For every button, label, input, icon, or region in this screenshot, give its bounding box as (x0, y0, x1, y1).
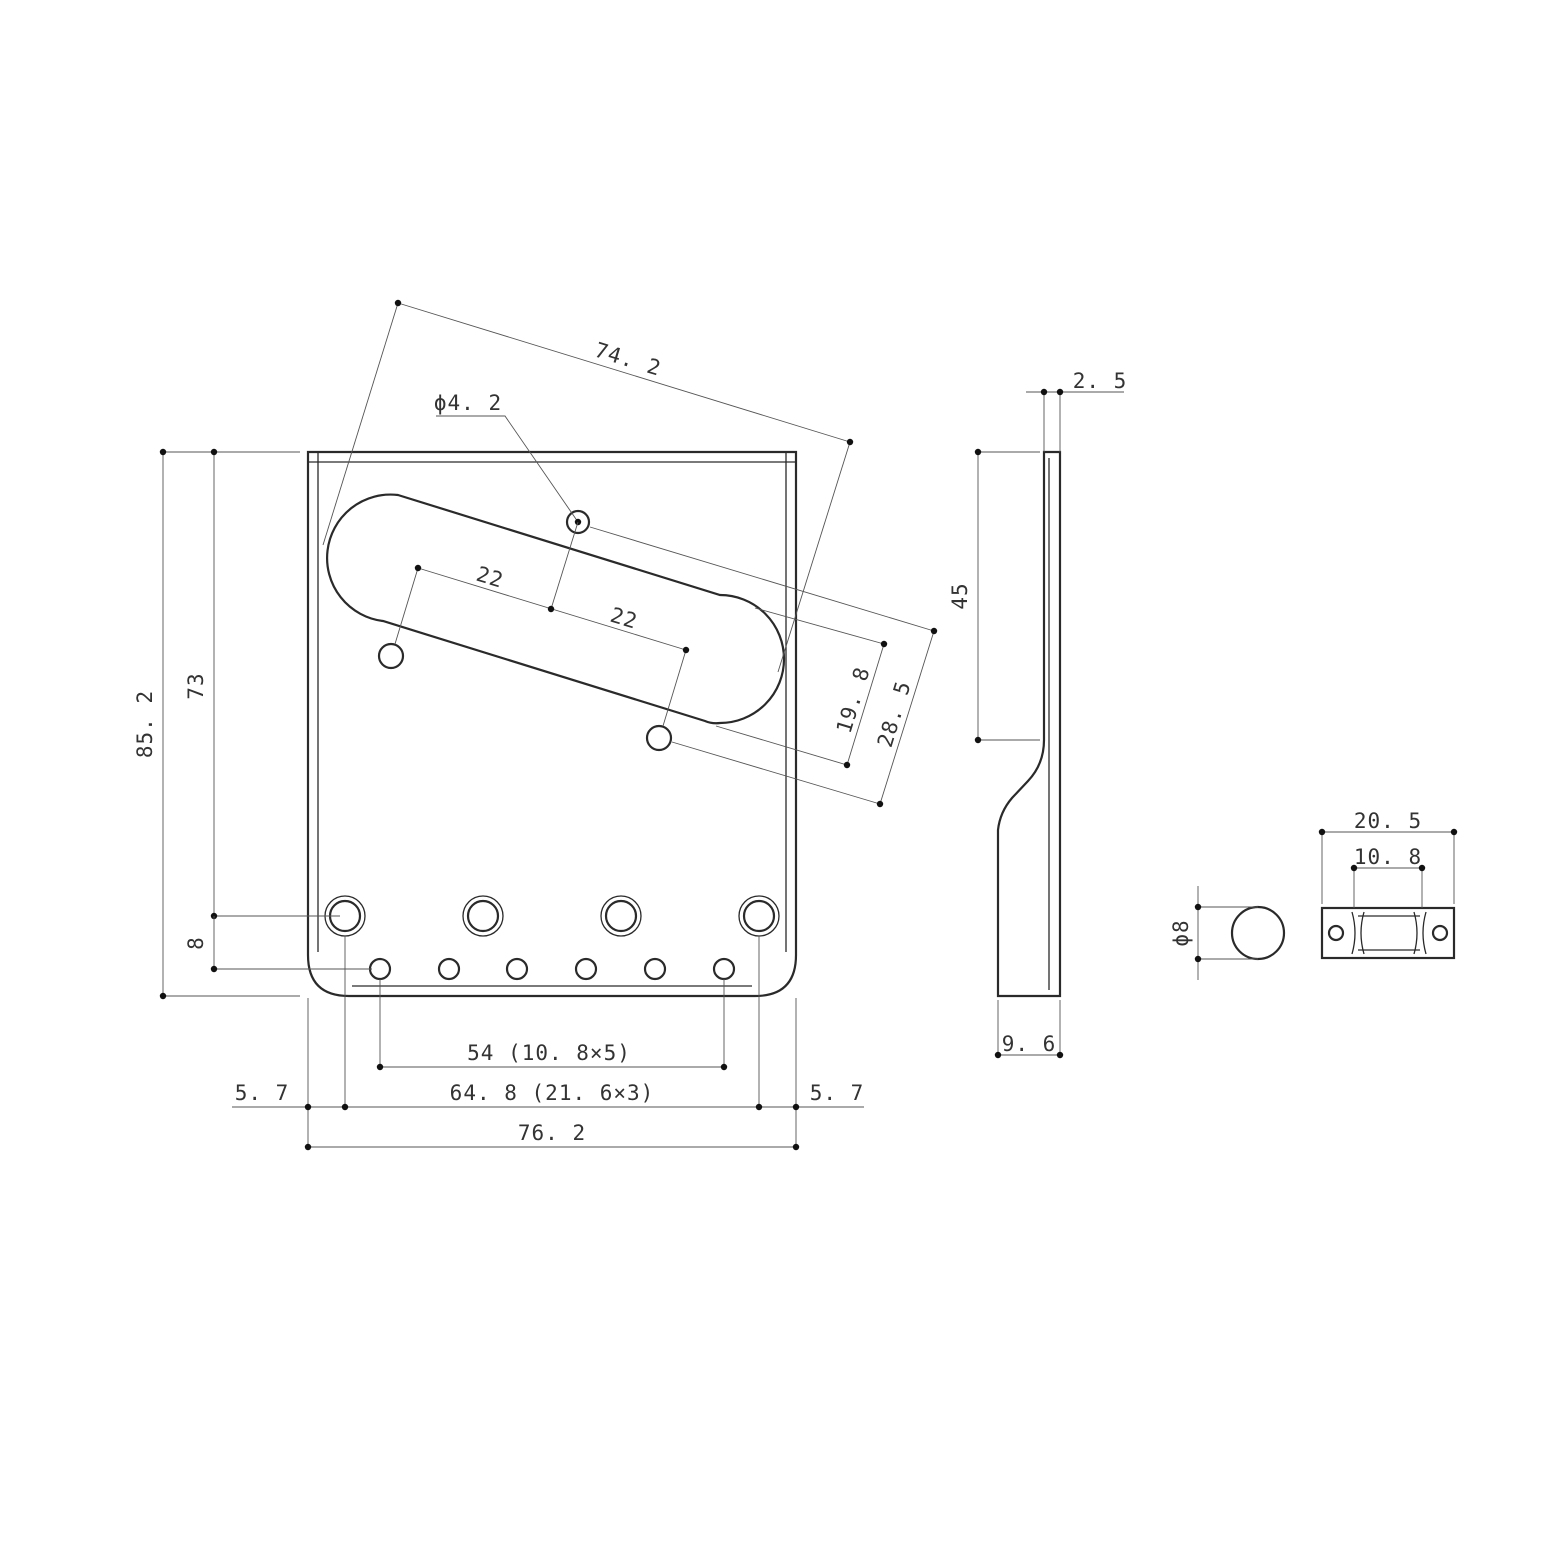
center-hole (565, 509, 591, 535)
string-hole (437, 957, 461, 981)
dim-offset-b: 28. 5 (873, 678, 916, 750)
saddle-screw-hole-outer (600, 895, 642, 937)
dim-hole-diameter: ϕ4. 2 (434, 391, 502, 415)
string-hole (574, 957, 598, 981)
saddle-screw-holes (324, 895, 780, 937)
saddle-screw-hole-right (1431, 924, 1449, 942)
bridge-plate-top-view (306, 450, 798, 998)
dim-mount-spacing-a: 22 (473, 562, 506, 593)
string-hole (505, 957, 529, 981)
saddle-screw-hole (742, 899, 776, 933)
dim-saddle-screw-spacing: 10. 8 (1354, 845, 1422, 869)
dim-saddle-diameter: ϕ8 (1169, 919, 1193, 946)
dim-diagonal-length: 74. 2 (592, 338, 664, 381)
dim-side-thickness: 2. 5 (1073, 369, 1128, 393)
pickup-slot (325, 493, 786, 725)
dim-saddle-screw-to-top: 73 (184, 672, 208, 699)
dim-overall-length: 85. 2 (133, 690, 157, 758)
saddle-side-view (1320, 906, 1456, 960)
plate-dimensions: 85. 2 73 8 54 (10. 8×5) 5. 7 64. 8 (21. … (133, 299, 938, 1151)
dim-saddle-screws-span: 64. 8 (21. 6×3) (450, 1081, 655, 1105)
saddle-screw-hole (466, 899, 500, 933)
plate-outline (306, 450, 798, 998)
dim-offset-a: 19. 8 (832, 664, 875, 736)
side-profile (996, 450, 1062, 998)
dim-edge-left: 5. 7 (235, 1081, 290, 1105)
saddle-screw-hole (604, 899, 638, 933)
dim-side-base-depth: 9. 6 (1002, 1032, 1057, 1056)
string-hole (643, 957, 667, 981)
string-hole (368, 957, 392, 981)
dim-edge-right: 5. 7 (810, 1081, 865, 1105)
dim-string-holes-span: 54 (10. 8×5) (467, 1041, 631, 1065)
saddle-screw-hole-outer (462, 895, 504, 937)
saddle-detail: ϕ8 20. 5 10. 8 (1169, 809, 1458, 980)
saddle-end-view (1230, 905, 1286, 961)
dim-saddle-to-string-hole: 8 (184, 936, 208, 950)
dim-side-wall-height: 45 (948, 582, 972, 609)
pickup-mount-hole-left (377, 642, 405, 670)
dim-mount-spacing-b: 22 (607, 603, 640, 634)
string-holes (368, 957, 736, 981)
saddle-screw-hole-left (1327, 924, 1345, 942)
dim-overall-width: 76. 2 (518, 1121, 586, 1145)
pickup-mount-hole-right (645, 724, 673, 752)
dim-saddle-length: 20. 5 (1354, 809, 1422, 833)
string-hole (712, 957, 736, 981)
bridge-side-view: 2. 5 45 9. 6 (948, 369, 1128, 1059)
